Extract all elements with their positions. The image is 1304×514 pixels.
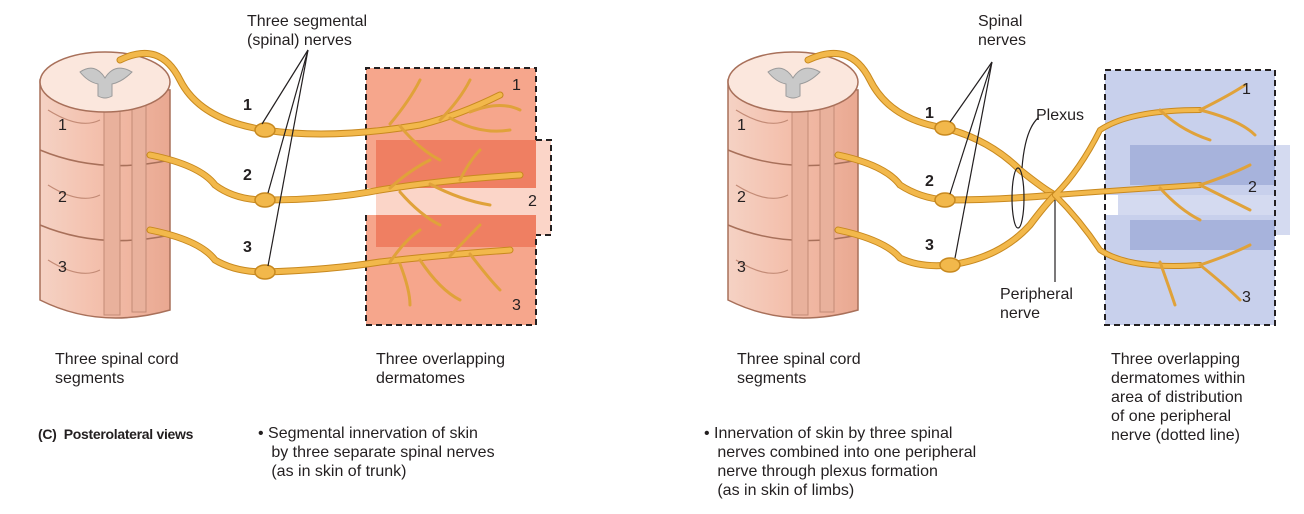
right-cord-caption: Three spinal cord segments (737, 350, 861, 388)
left-leader-lines (262, 50, 308, 266)
left-nerve-number-1: 1 (243, 96, 252, 115)
left-nerve-number-2: 2 (243, 166, 252, 185)
left-dermatome-number-1: 1 (512, 76, 521, 95)
left-dermatome-caption: Three overlapping dermatomes (376, 350, 505, 388)
figure-label: (C) Posterolateral views (38, 425, 193, 444)
left-cord-segment-2: 2 (58, 188, 67, 207)
overlap-band-2 (376, 215, 536, 247)
left-bullet-text: • Segmental innervation of skin by three… (258, 424, 495, 481)
left-spinal-cord (40, 52, 170, 318)
left-title: Three segmental (spinal) nerves (247, 12, 367, 50)
overlap-band-2-right (1130, 220, 1275, 250)
right-cord-segment-1: 1 (737, 116, 746, 135)
peripheral-nerve-label: Peripheral nerve (1000, 285, 1073, 323)
left-dermatome-number-3: 3 (512, 296, 521, 315)
left-cord-segment-3: 3 (58, 258, 67, 277)
right-dermatome-number-3: 3 (1242, 288, 1251, 307)
right-nerve-number-2: 2 (925, 172, 934, 191)
left-panel (40, 50, 551, 325)
right-cord-segment-3: 3 (737, 258, 746, 277)
left-dermatome-number-2: 2 (528, 192, 537, 211)
right-spinal-cord (728, 52, 858, 318)
right-nerve-number-3: 3 (925, 236, 934, 255)
right-dermatome-number-2: 2 (1248, 178, 1257, 197)
right-cord-segment-2: 2 (737, 188, 746, 207)
right-bullet-text: • Innervation of skin by three spinal ne… (704, 424, 976, 500)
plexus-label: Plexus (1036, 106, 1084, 125)
right-dermatome-caption: Three overlapping dermatomes within area… (1111, 350, 1245, 445)
right-nerve-number-1: 1 (925, 104, 934, 123)
left-cord-segment-1: 1 (58, 116, 67, 135)
left-nerve-number-3: 3 (243, 238, 252, 257)
right-dermatome-number-1: 1 (1242, 80, 1251, 99)
left-cord-caption: Three spinal cord segments (55, 350, 179, 388)
right-title: Spinal nerves (978, 12, 1026, 50)
